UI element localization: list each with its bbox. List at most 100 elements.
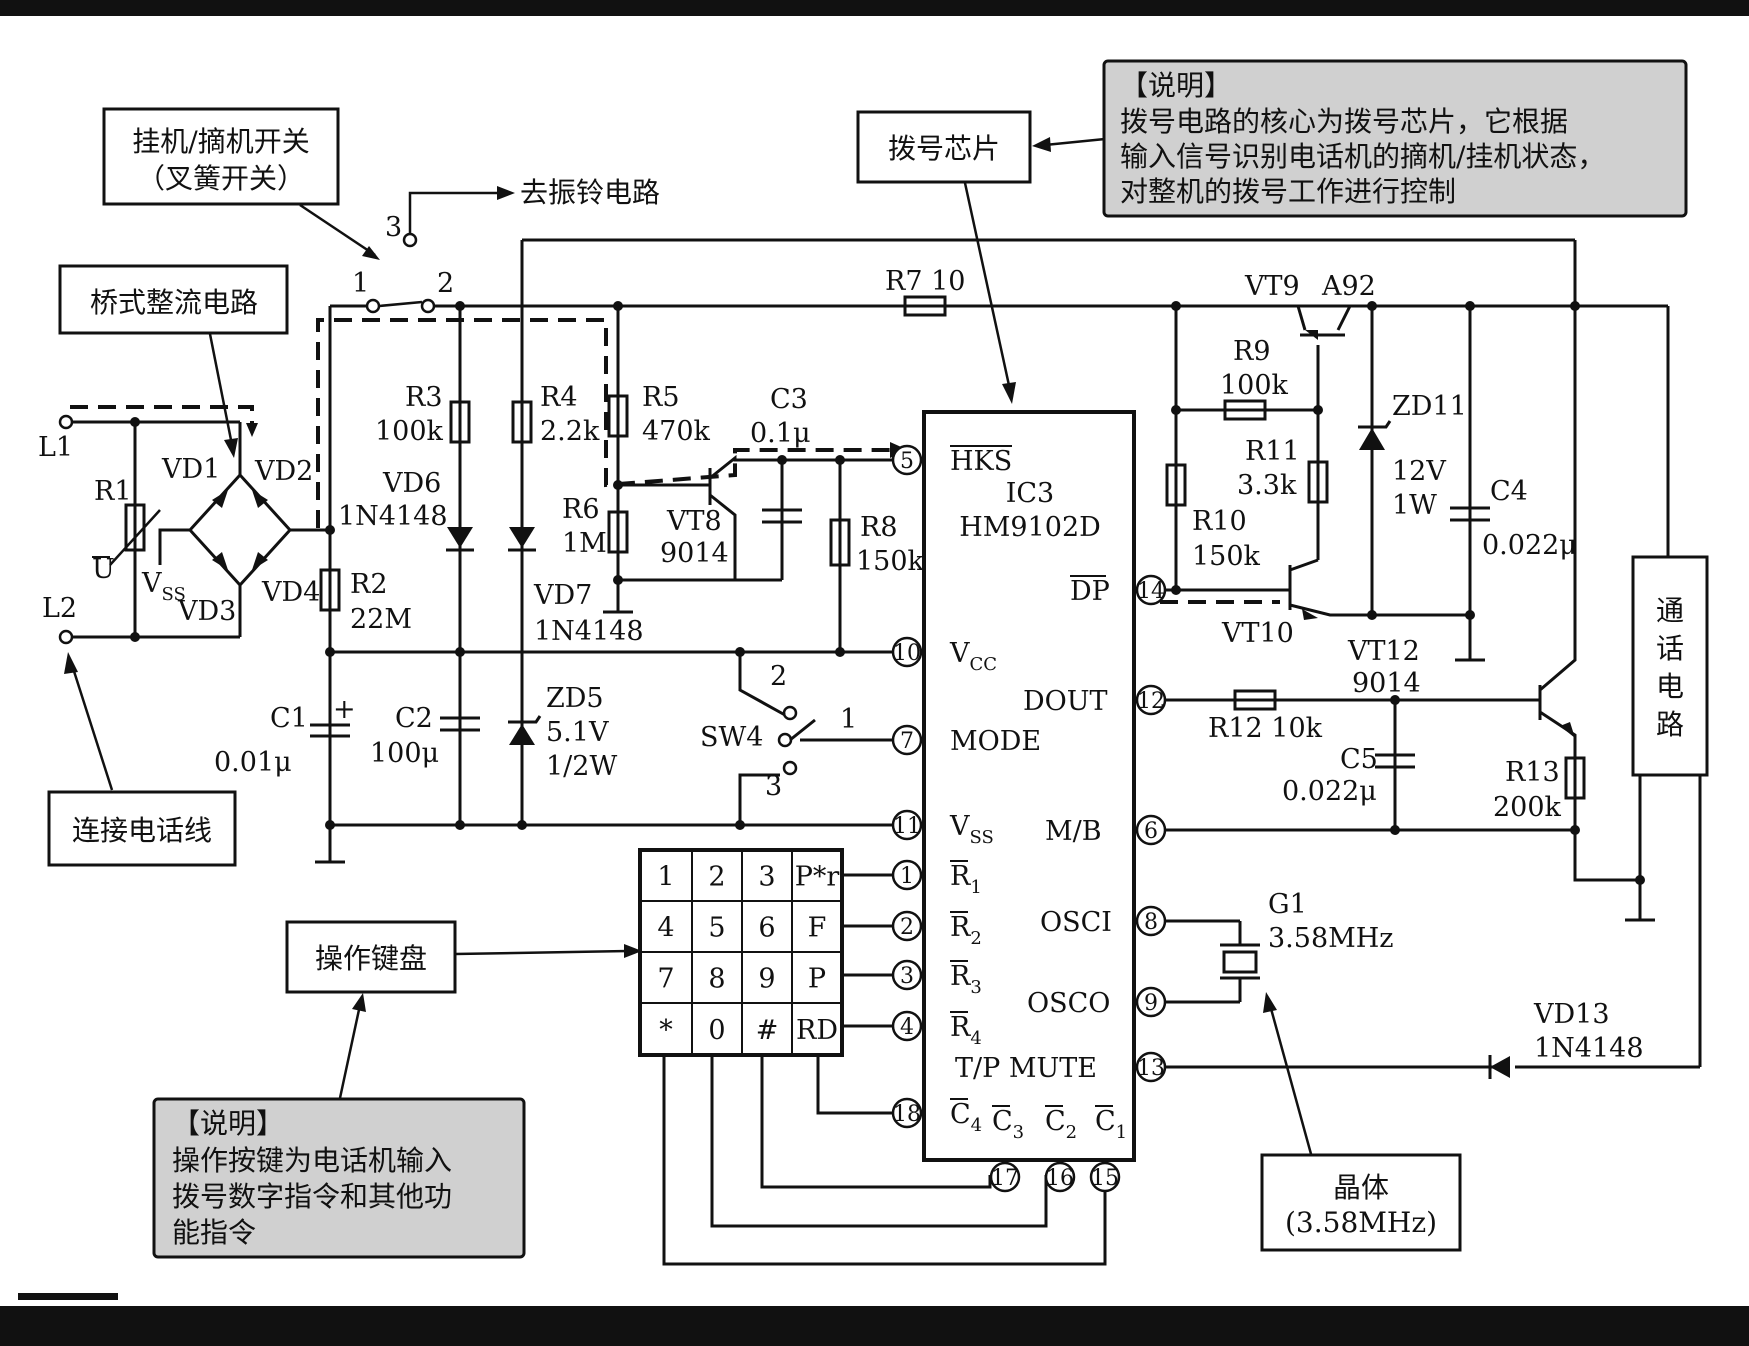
label-r9: R9 (1233, 336, 1271, 367)
pin-osci-name: OSCI (1040, 907, 1112, 938)
key-1-0: 4 (657, 913, 674, 944)
pin-vcc-number: 10 (893, 641, 921, 666)
pin-mb: 6M/B (1045, 814, 1167, 847)
junction-dot (1367, 610, 1377, 620)
pin-c2-number: 16 (1046, 1166, 1074, 1191)
pin-mute: 13T/P MUTE (955, 1051, 1167, 1084)
pin-mode-number: 7 (900, 729, 914, 754)
switch-callout: 挂机/摘机开关 （叉簧开关） (102, 107, 340, 206)
ic3-body (922, 410, 1136, 1162)
label-r12: R12 10k (1208, 713, 1323, 744)
pin-dout-name: DOUT (1023, 686, 1108, 717)
label-zd5p: 1/2W (546, 751, 617, 782)
junction-dot (835, 647, 845, 657)
junction-dot (325, 525, 335, 535)
label-sw1: 1 (840, 704, 857, 735)
label-vd13v: 1N4148 (1534, 1033, 1644, 1064)
label-r2: R2 (350, 569, 388, 600)
label-c1v: 0.01μ (214, 747, 292, 778)
label-c1p: + (333, 694, 356, 725)
key-2-2: 9 (758, 964, 775, 995)
label-vd2: VD2 (254, 456, 313, 487)
hook-pin-3: 3 (385, 212, 402, 243)
label-vd7: VD7 (533, 580, 592, 611)
pin-vss-name: VSS (949, 811, 994, 848)
label-c4: C4 (1490, 476, 1528, 507)
pin-hks-number: 5 (900, 449, 914, 474)
junction-dot (1171, 301, 1181, 311)
pin-dout-number: 12 (1137, 689, 1165, 714)
ic3-name: IC3 (1006, 478, 1055, 509)
pin-hks-name: HKS (950, 446, 1012, 477)
pin-hks: 5 HKS (891, 444, 1012, 477)
label-vd6: VD6 (382, 468, 441, 499)
pin-r3-name: R3 (950, 961, 982, 998)
junction-dot (325, 820, 335, 830)
label-vt12: VT12 (1347, 636, 1420, 667)
left-bar (18, 1293, 118, 1300)
key-2-1: 8 (708, 964, 725, 995)
dial-chip-callout-title: 拨号芯片 (888, 132, 1000, 165)
label-c4v: 0.022μ (1482, 530, 1577, 561)
label-zd5: ZD5 (546, 683, 604, 714)
label-vt9v: A92 (1321, 271, 1376, 302)
label-r5: R5 (642, 382, 680, 413)
label-r4v: 2.2k (540, 416, 600, 447)
label-vd1: VD1 (161, 454, 220, 485)
pin-r2-name: R2 (950, 912, 982, 949)
pin-mute-number: 13 (1137, 1056, 1165, 1081)
pin-vcc: 10 VCC (891, 636, 997, 675)
ic3-part: HM9102D (959, 512, 1101, 543)
pin-osco-name: OSCO (1027, 988, 1110, 1019)
hook-pin-2: 2 (437, 268, 454, 299)
keypad-callout: 操作键盘 (285, 920, 457, 994)
label-sw2: 2 (770, 661, 787, 692)
label-vd6v: 1N4148 (338, 501, 448, 532)
pin-r4-name: R4 (950, 1012, 982, 1049)
key-0-1: 2 (708, 862, 725, 893)
pin-vcc-name: VCC (949, 638, 997, 675)
key-3-0: * (659, 1015, 673, 1046)
crystal-callout-title: 晶体 (1333, 1171, 1389, 1204)
crystal-callout: 晶体 (3.58MHz) (1260, 1153, 1462, 1252)
junction-dot (455, 301, 465, 311)
keys-note-line-3: 拨号数字指令和其他功 (172, 1180, 452, 1213)
wires (58, 238, 1702, 1266)
label-vt9: VT9 (1244, 271, 1300, 302)
label-r8v: 150k (856, 546, 925, 577)
label-sw3: 3 (765, 771, 782, 802)
switch-callout-title: 挂机/摘机开关 (132, 125, 309, 158)
label-vt10: VT10 (1221, 618, 1294, 649)
key-2-0: 7 (657, 964, 674, 995)
key-2-3: P (808, 964, 826, 995)
pin-r4-number: 4 (900, 1015, 914, 1040)
label-r5v: 470k (642, 416, 711, 447)
pin-c2-name: C2 (1045, 1106, 1077, 1143)
junctions (130, 301, 1645, 885)
label-vss-symbol: VSS (141, 568, 186, 605)
label-vt12v: 9014 (1352, 668, 1421, 699)
junction-dot (325, 647, 335, 657)
junction-dot (517, 820, 527, 830)
label-r6v: 1M (562, 528, 607, 559)
pin-osco-number: 9 (1144, 991, 1158, 1016)
label-vd3: VD3 (177, 596, 236, 627)
junction-dot (1171, 405, 1181, 415)
dial-chip-callout: 拨号芯片 (856, 110, 1032, 184)
chip-note-line-1: 【说明】 (1120, 69, 1232, 102)
label-r4: R4 (540, 382, 578, 413)
keys-note: 【说明】 操作按键为电话机输入 拨号数字指令和其他功 能指令 (152, 1097, 526, 1259)
label-c5v: 0.022μ (1282, 776, 1377, 807)
junction-dot (1465, 610, 1475, 620)
key-1-1: 5 (708, 913, 725, 944)
key-1-3: F (808, 913, 827, 944)
junction-dot (1367, 301, 1377, 311)
keys-note-line-4: 能指令 (172, 1216, 256, 1249)
switch-callout-sub: （叉簧开关） (137, 162, 305, 195)
